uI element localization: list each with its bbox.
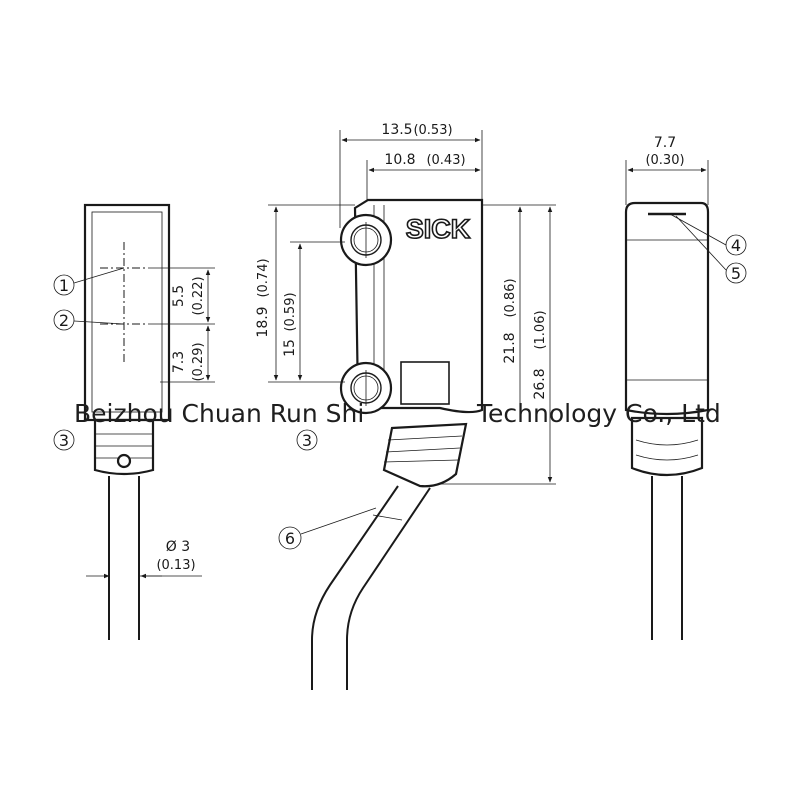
sick-logo: SICK (406, 214, 471, 244)
left-diameter-dimension: Ø 3 (0.13) (86, 539, 202, 579)
left-cable-gland (93, 418, 155, 476)
svg-text:1: 1 (59, 276, 69, 295)
right-view: 7.7 (0.30) 4 5 (624, 135, 747, 640)
left-mounting-hole (116, 453, 132, 469)
dim-13-5-inch-label: (0.53) (413, 123, 452, 138)
dim-5-5-label: 5.5 (171, 285, 187, 307)
svg-text:2: 2 (59, 311, 69, 330)
dim-21-8-label: 21.8 (502, 332, 518, 363)
watermark-left-text: Beizhou Chuan Run Shi (74, 399, 364, 428)
right-sensor-body (624, 201, 710, 416)
callout-5: 5 (675, 215, 747, 284)
svg-text:3: 3 (59, 431, 69, 450)
callout-1: 1 (53, 267, 125, 296)
dim-18-9-label: 18.9 (255, 306, 271, 337)
left-view: 5.5 (0.22) 7.3 (0.29) Ø 3 (0.13) 1 2 3 (53, 203, 215, 640)
callout-2: 2 (53, 309, 125, 331)
left-sensor-body (83, 203, 171, 422)
left-cable (108, 476, 140, 640)
dim-diameter-inch-label: (0.13) (156, 558, 195, 573)
callout-6: 6 (278, 507, 377, 550)
watermark: Beizhou Chuan Run Shi Technology Co., Lt… (74, 399, 721, 428)
svg-text:6: 6 (285, 529, 295, 548)
center-right-dimensions: 21.8 (0.86) 26.8 (1.06) (440, 204, 556, 485)
dim-10-8-inch-label: (0.43) (426, 153, 465, 168)
dim-7-7-label: 7.7 (654, 135, 676, 151)
dim-15-label: 15 (282, 339, 298, 357)
dim-15-inch-label: (0.59) (283, 292, 298, 331)
lower-mounting-hole (339, 361, 393, 415)
dim-7-3-inch-label: (0.29) (191, 342, 206, 381)
dim-13-5-label: 13.5 (381, 122, 412, 138)
dim-7-3-label: 7.3 (171, 351, 187, 373)
dim-26-8-label: 26.8 (532, 368, 548, 399)
dim-7-7-inch-label: (0.30) (645, 153, 684, 168)
center-left-dimensions: 18.9 (0.74) 15 (0.59) (255, 204, 355, 383)
dim-diameter-label: Ø 3 (166, 539, 190, 555)
callout-3-center: 3 (296, 429, 318, 451)
svg-text:4: 4 (731, 236, 741, 255)
center-cable (311, 485, 431, 690)
svg-text:5: 5 (731, 264, 741, 283)
dim-18-9-inch-label: (0.74) (256, 258, 271, 297)
center-view: 13.5 (0.53) 10.8 (0.43) SICK (255, 122, 556, 690)
watermark-right-text: Technology Co., Ltd (476, 399, 721, 428)
dim-5-5-inch-label: (0.22) (191, 276, 206, 315)
indicator-window (400, 361, 450, 405)
right-cable-gland (630, 416, 704, 477)
dim-21-8-inch-label: (0.86) (503, 278, 518, 317)
right-width-dimension: 7.7 (0.30) (625, 135, 709, 205)
dim-10-8-label: 10.8 (384, 152, 415, 168)
upper-mounting-hole (339, 213, 393, 267)
callout-3-left: 3 (53, 429, 75, 451)
center-cable-gland (382, 422, 468, 488)
dim-26-8-inch-label: (1.06) (533, 310, 548, 349)
svg-text:3: 3 (302, 431, 312, 450)
center-width-dimensions: 13.5 (0.53) 10.8 (0.43) (339, 122, 483, 228)
right-cable (651, 476, 683, 640)
left-vertical-dimensions: 5.5 (0.22) 7.3 (0.29) (148, 267, 215, 383)
